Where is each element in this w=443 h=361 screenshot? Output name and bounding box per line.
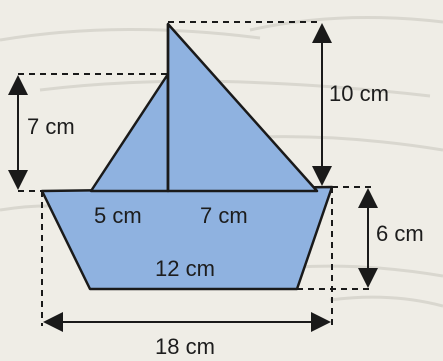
left-sail-triangle [89, 72, 170, 193]
right-sail-base-label: 7 cm [200, 203, 248, 228]
hull-top-label: 18 cm [155, 334, 215, 359]
hull-height-label: 6 cm [376, 221, 424, 246]
right-sail-triangle [166, 22, 319, 193]
hull-bottom-label: 12 cm [155, 256, 215, 281]
right-sail-height-label: 10 cm [329, 81, 389, 106]
left-sail-height-label: 7 cm [27, 114, 75, 139]
left-sail-base-label: 5 cm [94, 203, 142, 228]
